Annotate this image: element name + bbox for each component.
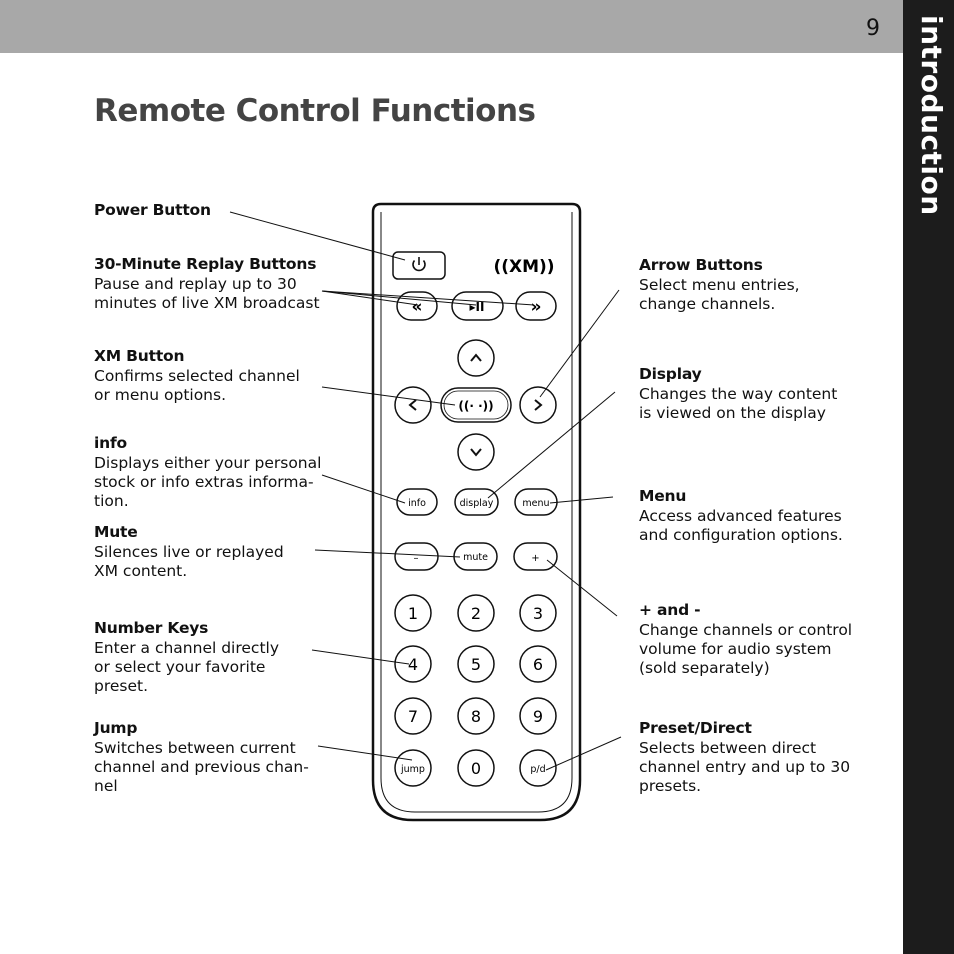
key-label: 5 — [471, 655, 481, 674]
callout-heading: XM Button — [94, 347, 185, 365]
info-label: info — [408, 498, 426, 509]
key-label: 7 — [408, 707, 418, 726]
mute-label: mute — [463, 552, 488, 563]
key-label: 1 — [408, 604, 418, 623]
callout-description: Silences live or replayed XM content. — [94, 543, 284, 580]
callout-description: Enter a channel directly or select your … — [94, 639, 280, 695]
xm-button-label: ((· ·)) — [458, 399, 493, 413]
callout-heading: info — [94, 434, 127, 452]
callout-description: Select menu entries, change channels. — [639, 276, 800, 313]
minus-button[interactable]: – — [394, 542, 439, 571]
callout-description: Change channels or control volume for au… — [639, 621, 853, 677]
key-7[interactable]: 7 — [394, 697, 432, 735]
plus-label: + — [531, 553, 539, 564]
key-label: 4 — [408, 655, 418, 674]
key-0[interactable]: 0 — [457, 749, 495, 787]
key-4[interactable]: 4 — [394, 645, 432, 683]
key-3[interactable]: 3 — [519, 594, 557, 632]
callout-plus-minus: + and - Change channels or control volum… — [639, 601, 852, 678]
xm-logo: ((XM)) — [493, 257, 554, 277]
callout-description: Changes the way content is viewed on the… — [639, 385, 838, 422]
chevron-left-icon — [408, 399, 417, 411]
chevron-right-icon — [534, 399, 543, 411]
replay-forward-label: » — [531, 297, 542, 317]
callout-heading: Power Button — [94, 201, 211, 219]
arrow-up-button[interactable] — [457, 339, 495, 377]
key-5[interactable]: 5 — [457, 645, 495, 683]
chevron-down-icon — [470, 448, 482, 457]
key-8[interactable]: 8 — [457, 697, 495, 735]
arrow-right-button[interactable] — [519, 386, 557, 424]
page-number: 9 — [866, 16, 880, 41]
display-button[interactable]: display — [454, 488, 499, 516]
menu-button[interactable]: menu — [514, 488, 558, 516]
header-bar — [0, 0, 903, 53]
key-label: 6 — [533, 655, 543, 674]
power-button[interactable] — [392, 251, 446, 280]
key-label: 9 — [533, 707, 543, 726]
power-icon — [412, 257, 426, 272]
callout-heading: Jump — [94, 719, 138, 737]
callout-arrow-buttons: Arrow Buttons Select menu entries, chang… — [639, 256, 800, 314]
section-sidebar: introduction — [903, 0, 954, 954]
key-label: 0 — [471, 759, 481, 778]
play-pause-button[interactable]: ▸II — [451, 291, 504, 321]
arrow-left-button[interactable] — [394, 386, 432, 424]
info-button[interactable]: info — [396, 488, 438, 516]
leader-lines — [229, 211, 622, 771]
callout-heading: Display — [639, 365, 702, 383]
key-label: jump — [400, 764, 425, 775]
callout-jump: Jump Switches between current channel an… — [94, 719, 309, 796]
callout-heading: Menu — [639, 487, 687, 505]
key-label: 2 — [471, 604, 481, 623]
callout-mute: Mute Silences live or replayed XM conten… — [94, 523, 284, 581]
callout-display: Display Changes the way content is viewe… — [639, 365, 837, 423]
callout-xm-button: XM Button Confirms selected channel or m… — [94, 347, 300, 405]
key-2[interactable]: 2 — [457, 594, 495, 632]
callout-description: Confirms selected channel or menu option… — [94, 367, 300, 404]
key-label: 8 — [471, 707, 481, 726]
callout-description: Displays either your personal stock or i… — [94, 454, 322, 510]
callout-preset-direct: Preset/Direct Selects between direct cha… — [639, 719, 850, 796]
page-title: Remote Control Functions — [94, 93, 536, 129]
xm-button[interactable]: ((· ·)) — [440, 387, 512, 423]
callout-replay: 30-Minute Replay Buttons Pause and repla… — [94, 255, 320, 313]
replay-forward-button[interactable]: » — [515, 291, 557, 321]
callout-heading: + and - — [639, 601, 701, 619]
key-9[interactable]: 9 — [519, 697, 557, 735]
mute-button[interactable]: mute — [453, 542, 498, 571]
callout-heading: Number Keys — [94, 619, 209, 637]
callout-description: Switches between current channel and pre… — [94, 739, 309, 795]
key-1[interactable]: 1 — [394, 594, 432, 632]
display-label: display — [460, 498, 494, 509]
plus-button[interactable]: + — [513, 542, 558, 571]
key-6[interactable]: 6 — [519, 645, 557, 683]
callout-description: Pause and replay up to 30 minutes of liv… — [94, 275, 320, 312]
minus-label: – — [414, 553, 419, 564]
callout-description: Selects between direct channel entry and… — [639, 739, 851, 795]
callout-heading: Arrow Buttons — [639, 256, 763, 274]
callout-heading: 30-Minute Replay Buttons — [94, 255, 317, 273]
callout-heading: Preset/Direct — [639, 719, 752, 737]
callout-info: info Displays either your personal stock… — [94, 434, 321, 511]
arrow-down-button[interactable] — [457, 433, 495, 471]
callout-number-keys: Number Keys Enter a channel directly or … — [94, 619, 279, 696]
callout-heading: Mute — [94, 523, 138, 541]
chevron-up-icon — [470, 353, 482, 362]
play-pause-label: ▸II — [470, 300, 485, 314]
key-label: 3 — [533, 604, 543, 623]
preset-direct-button[interactable]: p/d — [519, 749, 557, 787]
jump-button[interactable]: jump — [394, 749, 432, 787]
key-label: p/d — [530, 764, 545, 775]
callout-description: Access advanced features and configurati… — [639, 507, 843, 544]
section-label: introduction — [915, 15, 948, 216]
menu-label: menu — [522, 498, 549, 509]
callout-menu: Menu Access advanced features and config… — [639, 487, 843, 545]
callout-power: Power Button — [94, 201, 211, 221]
replay-back-label: « — [412, 297, 423, 317]
